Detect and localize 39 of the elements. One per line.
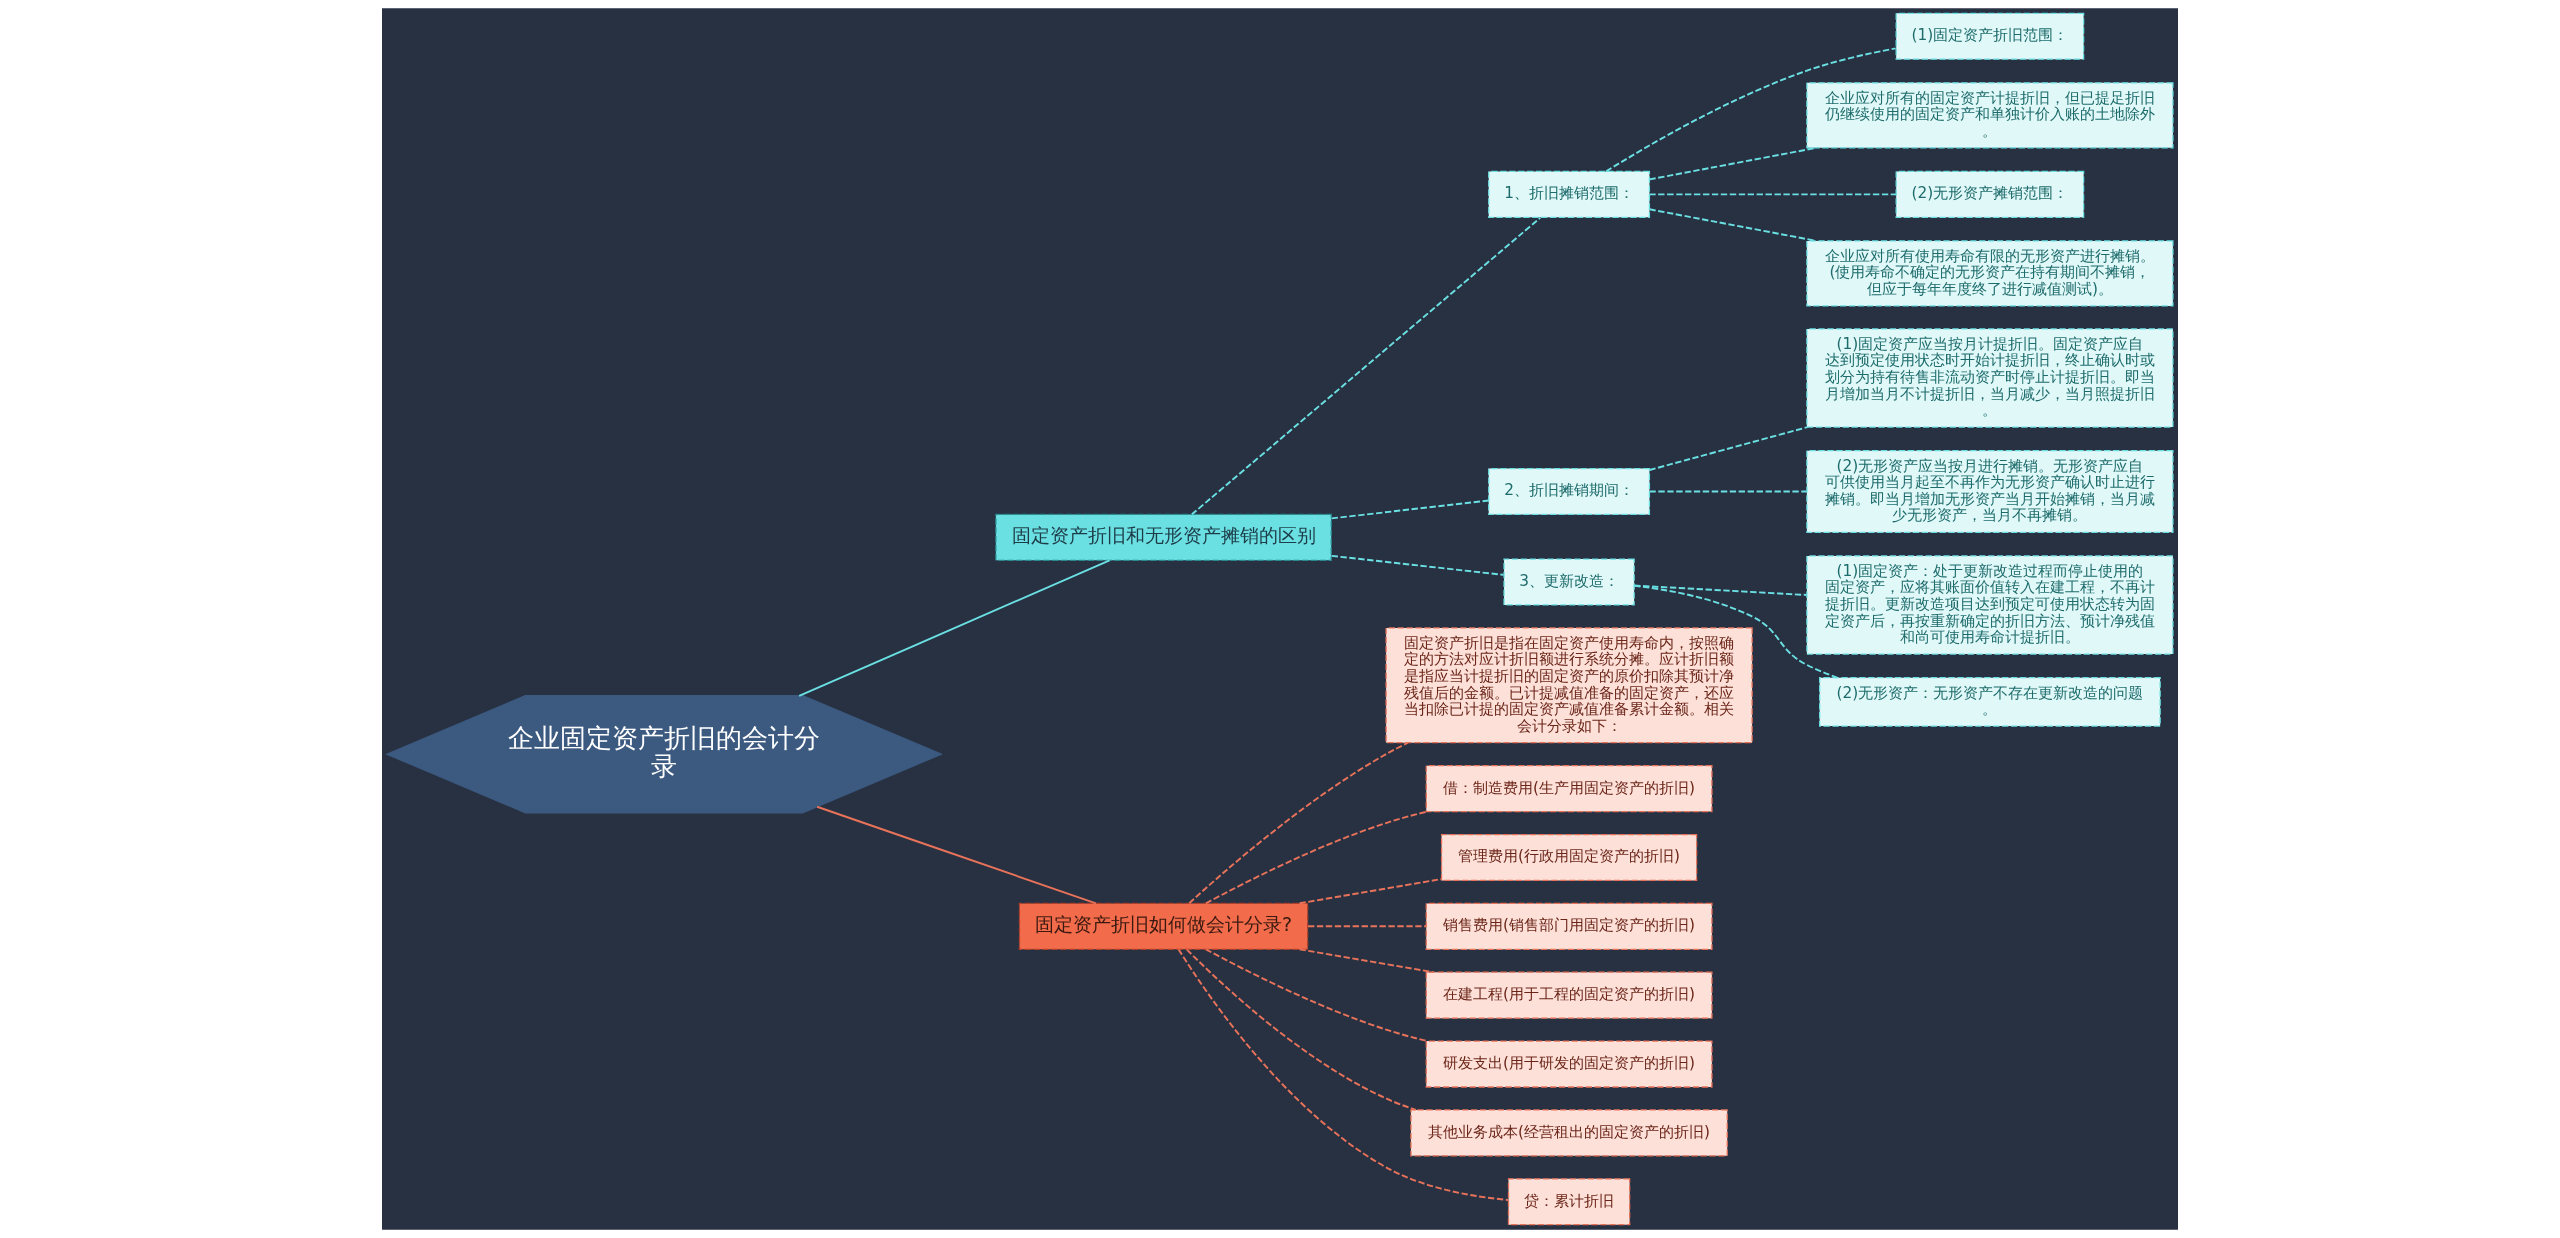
connector	[798, 559, 1111, 697]
connector	[1648, 426, 1809, 471]
connector	[1633, 584, 1839, 679]
connector	[1298, 948, 1435, 974]
connector	[1205, 948, 1428, 1042]
node-box: 研发支出(用于研发的固定资产的折旧)	[1425, 1040, 1713, 1088]
connector	[1330, 499, 1490, 520]
node-box: 固定资产折旧和无形资产摊销的区别	[995, 513, 1332, 561]
node-box: (1)固定资产折旧范围：	[1895, 12, 2085, 60]
node-box: 销售费用(销售部门用固定资产的折旧)	[1425, 902, 1713, 950]
node-box: 在建工程(用于工程的固定资产的折旧)	[1425, 971, 1713, 1019]
node-box: 企业应对所有使用寿命有限的无形资产进行摊销。(使用寿命不确定的无形资产在持有期间不摊销，但应于每年年度终了进行减值测试)。	[1806, 240, 2174, 307]
node-box: (2)无形资产摊销范围：	[1895, 170, 2085, 218]
node-box: 贷：累计折旧	[1507, 1178, 1631, 1226]
node-box: 借：制造费用(生产用固定资产的折旧)	[1425, 765, 1713, 813]
connector	[1185, 948, 1417, 1111]
node-box: 固定资产折旧如何做会计分录?	[1018, 902, 1309, 950]
node-box: (1)固定资产：处于更新改造过程而停止使用的固定资产，应将其账面价值转入在建工程，不再计提折旧。更新改造项目达到预定可使用状态转为固定资产后，再按重新确定的折旧方法、预计净残值和尚可使用寿命计提折旧。	[1806, 555, 2174, 655]
connector	[1188, 741, 1409, 905]
connector	[1298, 878, 1443, 905]
connector	[1330, 554, 1505, 576]
connector	[1190, 216, 1542, 516]
node-box: (2)无形资产应当按月进行摊销。无形资产应自可供使用当月起至不再作为无形资产确认时止进行摊销。即当月增加无形资产当月开始摊销，当月减少无形资产，当月不再摊销。	[1806, 450, 2174, 533]
connector	[1648, 193, 1897, 196]
connector	[816, 805, 1097, 905]
node-box: 1、折旧摊销范围：	[1488, 170, 1651, 218]
node-box: 2、折旧摊销期间：	[1488, 467, 1651, 516]
node-box: 固定资产折旧是指在固定资产使用寿命内，按照确定的方法对应计折旧额进行系统分摊。应计折旧额是指应当计提折旧的固定资产的原价扣除其预计净残值后的金额。已计提减值准备的固定资产，还应当扣除已计提的固定资产减值准备累计金额。相关会计分录如下：	[1385, 627, 1753, 744]
node-box: 3、更新改造：	[1503, 558, 1635, 606]
node-box: (2)无形资产：无形资产不存在更新改造的问题。	[1819, 677, 2161, 727]
connector	[1605, 47, 1897, 173]
node-box: 管理费用(行政用固定资产的折旧)	[1440, 833, 1698, 882]
connector	[1307, 925, 1428, 928]
connector	[1205, 810, 1428, 905]
connector	[1177, 948, 1510, 1201]
node-box: (1)固定资产应当按月计提折旧。固定资产应自达到预定使用状态时开始计提折旧，终止确认时或划分为持有待售非流动资产时停止计提折旧。即当月增加当月不计提折旧，当月减少，当月照提折旧。	[1806, 328, 2174, 428]
node-box: 其他业务成本(经营租出的固定资产的折旧)	[1410, 1109, 1728, 1157]
node-box: 企业应对所有的固定资产计提折旧，但已提足折旧仍继续使用的固定资产和单独计价入账的土地除外。	[1806, 82, 2174, 149]
connector	[1648, 490, 1808, 493]
